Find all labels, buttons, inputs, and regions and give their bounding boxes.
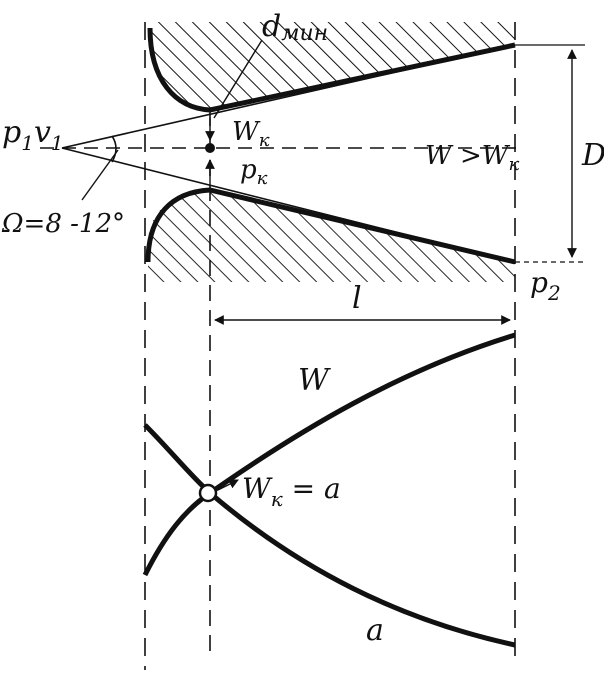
label-wk: Wк [232, 117, 270, 151]
label-p2: p2 [530, 266, 561, 305]
omega-leader [81, 149, 119, 201]
label-d-min: dмин [262, 9, 328, 46]
label-w-gt-wk: W >Wк [425, 141, 520, 175]
upper-wall-hatch [150, 22, 515, 110]
sound-speed-curve-a [143, 423, 516, 648]
inlet-cone-lower [61, 147, 516, 263]
velocity-curve-w [142, 332, 516, 577]
label-omega: Ω=8 -12° [1, 209, 125, 239]
omega-arc [111, 135, 117, 163]
label-wk-eq-a: Wк = a [242, 472, 341, 511]
label-W: W [298, 363, 331, 398]
inlet-cone-upper [61, 44, 516, 149]
label-a: a [366, 613, 384, 648]
lower-wall-hatch [148, 190, 515, 282]
label-p1-v1: p1v1 [2, 115, 64, 155]
label-D: D [581, 138, 604, 173]
nozzle-lower-contour [145, 187, 516, 265]
throat-point [205, 143, 215, 153]
d-min-leader [213, 39, 263, 119]
critical-point-circle [198, 483, 218, 503]
critical-point-leader [217, 479, 239, 491]
label-l: l [352, 281, 362, 316]
nozzle-upper-contour [147, 27, 516, 113]
label-pk: pк [240, 155, 268, 189]
